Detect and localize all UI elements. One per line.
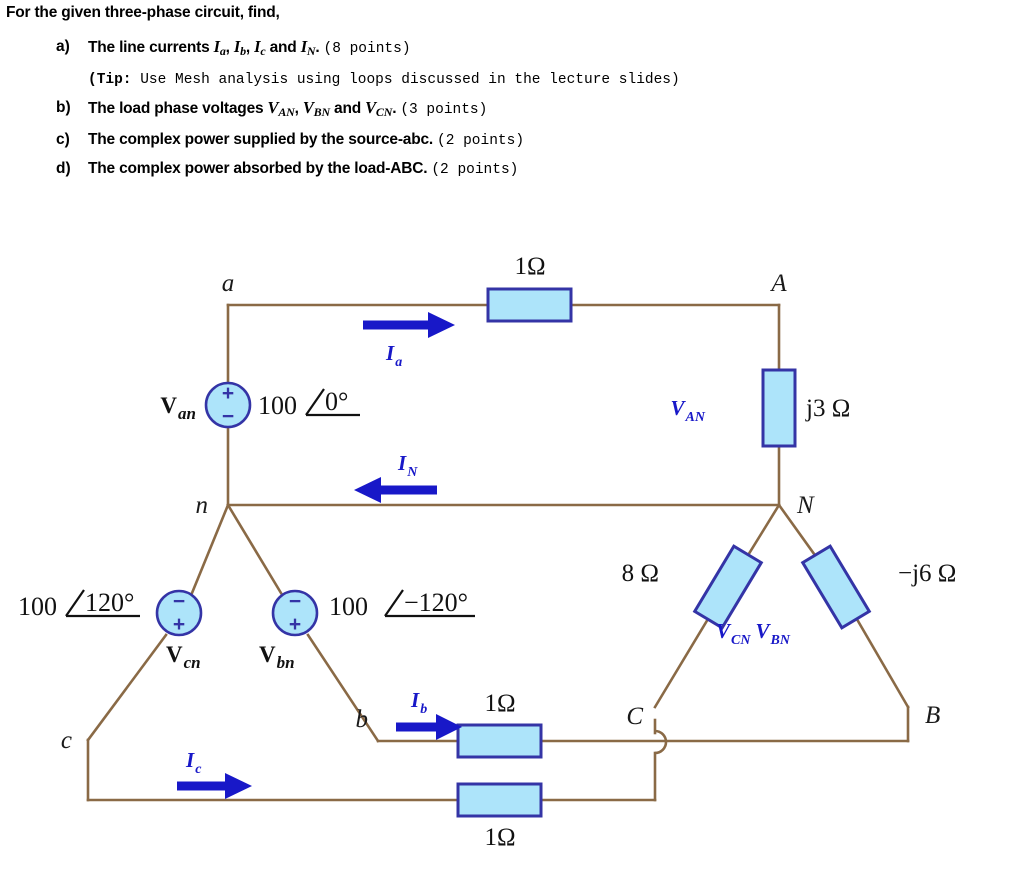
wires bbox=[86, 303, 910, 802]
source-Vbn: − + bbox=[271, 589, 319, 637]
load-CN-label: 8 Ω bbox=[622, 560, 659, 587]
source-Vbn-top-sign: − bbox=[289, 590, 301, 613]
question-text-d: The complex power absorbed by the load-A… bbox=[88, 160, 428, 177]
var-Ia-sub: a bbox=[219, 44, 226, 58]
current-IN-arrow bbox=[354, 477, 437, 503]
var-IN-sub: N bbox=[306, 44, 316, 58]
question-item-a: a) The line currents Ia, Ib, Ic and IN. … bbox=[0, 34, 1024, 64]
question-points-a: (8 points) bbox=[323, 41, 411, 57]
node-label-B: B bbox=[925, 702, 940, 729]
current-Ib-label: Ib bbox=[410, 688, 427, 717]
line-a-resistor-label: 1Ω bbox=[514, 253, 545, 280]
var-Ic-main: I bbox=[254, 37, 261, 56]
source-Vcn-top-sign: − bbox=[173, 590, 185, 613]
current-Ic-label: Ic bbox=[185, 748, 202, 777]
question-points-b: (3 points) bbox=[400, 102, 488, 118]
line-b-resistor bbox=[456, 723, 543, 759]
source-Van-top-sign: + bbox=[222, 382, 234, 405]
angle-symbol-slash-Vbn bbox=[384, 589, 404, 617]
line-a-resistor bbox=[486, 287, 573, 323]
source-Vbn-bottom-sign: + bbox=[289, 613, 301, 636]
var-Ic-sub: c bbox=[260, 44, 266, 58]
wire-loadBN-to-B bbox=[849, 607, 910, 709]
load-AN-label: j3 Ω bbox=[805, 395, 850, 422]
source-Van-magnitude: 100 bbox=[258, 391, 297, 420]
source-Vbn-label: Vbn bbox=[259, 642, 295, 672]
node-label-A: A bbox=[769, 270, 787, 297]
var-Ia-main: I bbox=[213, 37, 220, 56]
wire-vbn-to-b bbox=[306, 633, 380, 743]
var-IN-main: I bbox=[300, 37, 307, 56]
source-Vbn-angle: −120° bbox=[404, 588, 468, 617]
angle-symbol-slash-Vcn bbox=[65, 589, 85, 617]
load-AN-voltage-label: VAN bbox=[671, 396, 706, 425]
node-label-a: a bbox=[222, 270, 235, 297]
source-Vcn: − + bbox=[155, 589, 203, 637]
current-Ia-label: Ia bbox=[385, 341, 402, 370]
source-Van-label: Van bbox=[160, 393, 196, 423]
source-Vbn-value: 100 −120° bbox=[329, 588, 475, 621]
load-AN-impedance bbox=[761, 368, 797, 448]
load-CN-impedance bbox=[692, 544, 764, 630]
node-label-n: n bbox=[196, 492, 209, 519]
question-list: a) The line currents Ia, Ib, Ic and IN. … bbox=[0, 34, 1024, 183]
source-Van-value: 100 0° bbox=[258, 387, 360, 420]
line-c-resistor-label: 1Ω bbox=[484, 824, 515, 851]
var-Ib-main: I bbox=[233, 37, 241, 56]
question-text-c: The complex power supplied by the source… bbox=[88, 131, 433, 148]
circuit-diagram: 1Ω 1Ω 1Ω j3 Ω VAN 8 Ω VCN −j6 Ω VBN + − … bbox=[0, 215, 1024, 882]
source-Vcn-bottom-sign: + bbox=[173, 613, 185, 636]
node-label-N: N bbox=[796, 492, 815, 519]
question-tip: (Tip: Use Mesh analysis using loops disc… bbox=[0, 66, 1024, 93]
source-Van-bottom-sign: − bbox=[222, 405, 234, 428]
question-marker-c: c) bbox=[56, 131, 70, 148]
source-Van: + − bbox=[204, 381, 252, 429]
question-marker-d: d) bbox=[56, 160, 71, 177]
var-Ib-sub: b bbox=[240, 44, 246, 58]
source-Van-angle: 0° bbox=[325, 387, 348, 416]
load-CN-voltage-label: VCN bbox=[716, 619, 751, 648]
tip-label: (Tip: bbox=[88, 72, 132, 88]
line-c-resistor bbox=[456, 782, 543, 818]
line-b-resistor-label: 1Ω bbox=[484, 690, 515, 717]
angle-symbol-slash-Van bbox=[305, 388, 325, 416]
question-points-d: (2 points) bbox=[431, 162, 519, 178]
wire-hop-icon bbox=[654, 729, 668, 755]
question-item-b: b) The load phase voltages VAN, VBN and … bbox=[0, 95, 1024, 125]
wire-loadCN-to-C bbox=[653, 607, 716, 709]
question-item-d: d) The complex power absorbed by the loa… bbox=[0, 156, 1024, 183]
source-Vbn-magnitude: 100 bbox=[329, 592, 368, 621]
question-marker-b: b) bbox=[56, 99, 71, 116]
source-Vcn-angle: 120° bbox=[85, 588, 134, 617]
load-BN-label: −j6 Ω bbox=[898, 560, 956, 587]
current-Ib-arrow bbox=[396, 714, 462, 740]
tip-text: Use Mesh analysis using loops discussed … bbox=[131, 72, 680, 88]
question-text-b: The load phase voltages VAN, VBN and VCN… bbox=[88, 98, 397, 119]
source-Vcn-label: Vcn bbox=[166, 642, 201, 672]
current-Ia-arrow bbox=[363, 312, 455, 338]
load-BN-voltage-label: VBN bbox=[756, 619, 791, 648]
source-Vcn-magnitude: 100 bbox=[18, 592, 57, 621]
node-label-b: b bbox=[356, 706, 369, 733]
node-label-C: C bbox=[626, 703, 643, 730]
wire-n-to-vbn bbox=[226, 503, 283, 595]
wire-vcn-to-c bbox=[86, 633, 168, 742]
question-marker-a: a) bbox=[56, 38, 70, 55]
question-item-c: c) The complex power supplied by the sou… bbox=[0, 127, 1024, 154]
source-Vcn-value: 100 120° bbox=[18, 588, 140, 621]
question-text-a: The line currents Ia, Ib, Ic and IN. bbox=[88, 37, 320, 58]
node-label-c: c bbox=[61, 727, 72, 754]
question-block: For the given three-phase circuit, find,… bbox=[0, 0, 1024, 185]
question-points-c: (2 points) bbox=[437, 133, 525, 149]
current-Ic-arrow bbox=[177, 773, 252, 799]
question-prompt: For the given three-phase circuit, find, bbox=[6, 4, 280, 21]
wire-n-to-vcn bbox=[190, 503, 230, 595]
current-IN-label: IN bbox=[397, 451, 418, 480]
load-BN-impedance bbox=[800, 544, 872, 630]
